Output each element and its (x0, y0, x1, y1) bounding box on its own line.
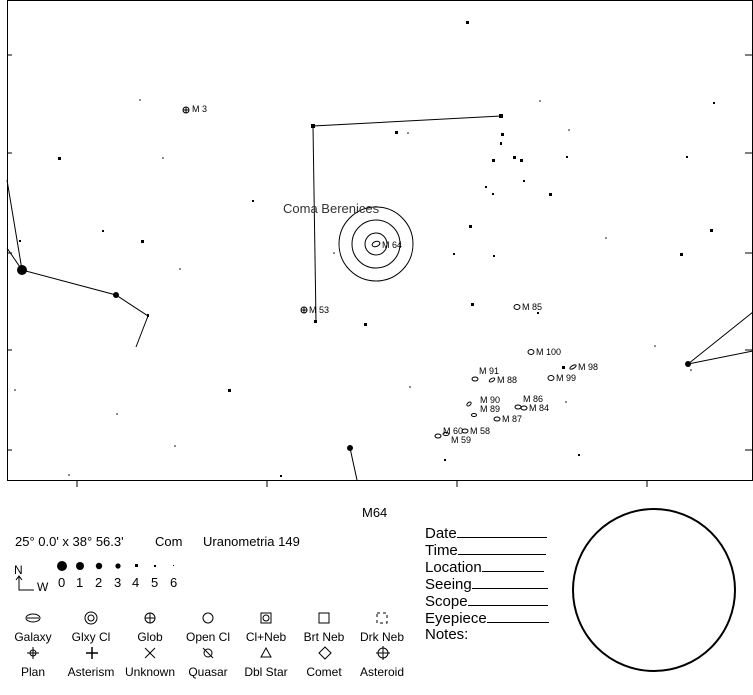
legend-symbols-row1 (25, 611, 388, 625)
galaxy-cluster-icon (84, 611, 98, 625)
object-label-m59: M 59 (451, 435, 472, 445)
galaxy-m85 (513, 304, 521, 310)
log-field-scope[interactable]: Scope (425, 592, 548, 610)
galaxy-m60 (434, 433, 442, 439)
magnitude-label-5: 5 (151, 575, 159, 590)
object-label-m85: M 85 (522, 302, 543, 312)
dark-nebula-icon (376, 612, 388, 624)
object-label-m58: M 58 (470, 426, 491, 436)
galaxy-m98 (569, 364, 577, 370)
legend-label-globular: Glob (137, 630, 163, 644)
constellation-abbr: Com (155, 534, 183, 549)
globular-cluster-icon (144, 612, 156, 624)
galaxy-m91 (471, 376, 479, 382)
field-of-view: 25° 0.0' x 38° 56.3' (15, 534, 124, 549)
legend-label-comet: Comet (306, 665, 342, 679)
legend-label-asterism: Asterism (67, 665, 115, 679)
galaxy-m89 (471, 413, 477, 417)
asteroid-icon (376, 646, 390, 660)
globular-cluster-m3 (182, 106, 190, 114)
legend-label-unknown: Unknown (124, 665, 176, 679)
galaxy-m84 (520, 405, 528, 411)
log-field-location[interactable]: Location (425, 558, 544, 576)
object-label-m100: M 100 (536, 347, 562, 357)
legend-symbols-row2 (27, 646, 390, 660)
globular-cluster-m53 (300, 306, 308, 314)
object-label-m86: M 86 (523, 394, 544, 404)
object-label-m84: M 84 (529, 403, 550, 413)
object-title: M64 (362, 505, 388, 520)
object-label-m88: M 88 (497, 375, 518, 385)
galaxy-m99 (547, 375, 555, 381)
legend-label-dark-nebula: Drk Neb (359, 630, 404, 644)
bright-nebula-icon (318, 612, 330, 624)
double-star-icon (260, 646, 272, 658)
magnitude-dots (57, 561, 174, 571)
magnitude-label-6: 6 (170, 575, 178, 590)
object-label-m53: M 53 (309, 305, 330, 315)
quasar-icon (202, 647, 214, 659)
atlas-reference: Uranometria 149 (203, 534, 300, 549)
legend-label-galaxy-cluster: Glxy Cl (71, 630, 111, 644)
galaxy-m88 (488, 377, 496, 383)
comet-icon (318, 646, 332, 660)
magnitude-label-1: 1 (76, 575, 84, 590)
galaxy-m87 (493, 416, 501, 422)
object-label-m98: M 98 (578, 362, 599, 372)
galaxy-m90 (466, 401, 472, 407)
object-label-m87: M 87 (502, 414, 523, 424)
legend-label-cluster-nebula: Cl+Neb (245, 630, 287, 644)
object-label-m3: M 3 (192, 104, 208, 114)
legend-label-quasar: Quasar (188, 665, 228, 679)
unknown-icon (144, 647, 156, 659)
galaxy-m59 (442, 432, 450, 436)
legend-label-double-star: Dbl Star (244, 665, 288, 679)
galaxy-icon (25, 613, 41, 623)
legend-label-planet: Plan (20, 665, 46, 679)
planet-icon (27, 647, 39, 659)
compass-west-label: W (37, 580, 49, 594)
stars (14, 21, 715, 477)
legend-label-asteroid: Asteroid (359, 665, 405, 679)
magnitude-label-3: 3 (114, 575, 122, 590)
log-field-time[interactable]: Time (425, 541, 546, 559)
legend-label-galaxy: Galaxy (14, 630, 52, 644)
log-field-seeing[interactable]: Seeing (425, 575, 548, 593)
eyepiece-sketch-circle (572, 508, 736, 672)
log-field-eyepiece[interactable]: Eyepiece (425, 609, 549, 627)
object-label-m89: M 89 (480, 404, 501, 414)
galaxy-m64 (371, 240, 381, 248)
chart-frame (7, 0, 753, 481)
magnitude-label-4: 4 (132, 575, 140, 590)
deep-sky-objects (182, 106, 577, 439)
galaxy-m100 (527, 349, 535, 355)
constellation-label: Coma Berenices (283, 201, 380, 216)
cluster-nebula-icon (260, 612, 272, 624)
magnitude-label-2: 2 (95, 575, 103, 590)
target-finder-circles (338, 206, 414, 282)
log-field-date[interactable]: Date (425, 524, 547, 542)
legend-label-bright-nebula: Brt Neb (303, 630, 345, 644)
asterism-icon (86, 647, 98, 659)
compass-north-label: N (14, 563, 23, 577)
chart-ticks (7, 54, 752, 487)
galaxy-m86 (514, 404, 522, 410)
legend-label-open-cluster: Open Cl (185, 630, 231, 644)
open-cluster-icon (202, 612, 214, 624)
object-label-m90: M 90 (480, 395, 501, 405)
galaxy-m58 (461, 428, 469, 434)
compass-arrows (15, 575, 34, 591)
object-label-m64: M 64 (382, 240, 403, 250)
log-field-notes[interactable]: Notes: (425, 626, 469, 643)
object-label-m91: M 91 (479, 366, 500, 376)
object-label-m99: M 99 (556, 373, 577, 383)
magnitude-label-0: 0 (58, 575, 66, 590)
object-label-m60: M 60 (443, 426, 464, 436)
constellation-lines (6, 115, 753, 481)
